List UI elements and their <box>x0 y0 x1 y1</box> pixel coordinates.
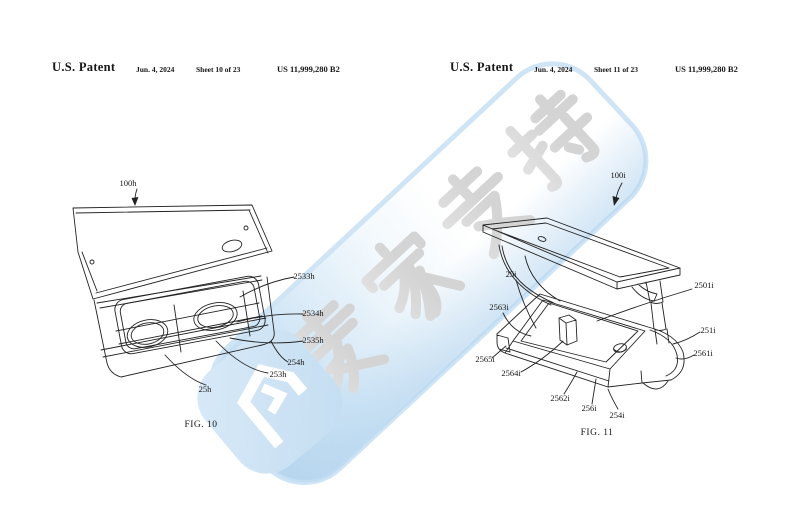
logo-p-glyph <box>236 364 308 449</box>
fig10-lid-oval <box>221 239 243 253</box>
fig11-label-251i: 251i <box>700 325 716 335</box>
sheet10-header-date: Jun. 4, 2024 <box>136 65 175 74</box>
fig10-ref-arrowhead <box>131 197 139 206</box>
fig10-label-2534h: 2534h <box>302 308 324 318</box>
fig10-label-2535h: 2535h <box>302 335 324 345</box>
fig11-label-2564i: 2564i <box>501 368 521 378</box>
fig11-line-art <box>482 182 685 390</box>
sheet11-header-title: U.S. Patent <box>450 60 514 74</box>
shield-p-logo <box>197 328 343 474</box>
sheet11-header-number: US 11,999,280 B2 <box>675 64 738 74</box>
fig10-caption: FIG. 10 <box>184 420 217 430</box>
fig10-compartment-rim-inner <box>119 280 261 350</box>
fig10-compartment-rim <box>114 275 266 355</box>
fig10-label-253h: 253h <box>270 369 288 379</box>
fig11-label-2501i: 2501i <box>694 280 714 290</box>
sheet10-header-title: U.S. Patent <box>52 60 116 74</box>
fig11-leader-lines <box>491 279 701 410</box>
logo-shield-shape <box>197 328 343 474</box>
fig11-label-2565i: 2565i <box>475 354 495 364</box>
fig11-label-2562i: 2562i <box>550 393 570 403</box>
watermark-char-chi <box>505 89 600 192</box>
fig10-ref-label: 100h <box>120 178 138 188</box>
fig11-tray-oval <box>537 236 547 242</box>
fig11-drawing <box>482 182 701 410</box>
sheet11-header-sheet: Sheet 11 of 23 <box>594 65 638 74</box>
fig10-right-eyecup-inner <box>197 305 234 328</box>
fig10-label-25h: 25h <box>199 384 213 394</box>
fig11-caption: FIG. 11 <box>581 428 614 438</box>
fig11-ref-label: 100i <box>610 170 626 180</box>
fig11-label-2561i: 2561i <box>693 348 713 358</box>
watermark-text <box>289 89 600 394</box>
fig10-label-254h: 254h <box>288 357 306 367</box>
fig10-left-eyecup-inner <box>130 322 165 345</box>
fig10-line-art <box>72 188 275 378</box>
fig10-right-eyecup <box>193 302 238 331</box>
fig10-lid-screw-left <box>89 259 95 265</box>
fig11-cylinder-hole <box>613 343 627 353</box>
fig11-label-254i: 254i <box>609 410 625 420</box>
fig10-left-eyecup <box>126 319 169 348</box>
fig10-leader-lines <box>164 276 304 386</box>
fig10-lid-screw-right <box>243 225 249 231</box>
sheet11-header-date: Jun. 4, 2024 <box>534 65 573 74</box>
watermark-char-jia <box>361 231 466 321</box>
watermark-char-mai <box>289 300 390 394</box>
fig11-label-2563i: 2563i <box>489 302 509 312</box>
fig10-label-2533h: 2533h <box>293 271 315 281</box>
sheet10-header-number: US 11,999,280 B2 <box>277 64 340 74</box>
fig10-drawing <box>72 188 304 386</box>
sheet10-header-sheet: Sheet 10 of 23 <box>196 65 241 74</box>
fig11-ref-arrowhead <box>612 196 620 206</box>
watermark-char-zhi <box>438 166 536 260</box>
fig11-label-256i: 256i <box>581 403 597 413</box>
fig11-label-25i: 25i <box>506 269 518 279</box>
